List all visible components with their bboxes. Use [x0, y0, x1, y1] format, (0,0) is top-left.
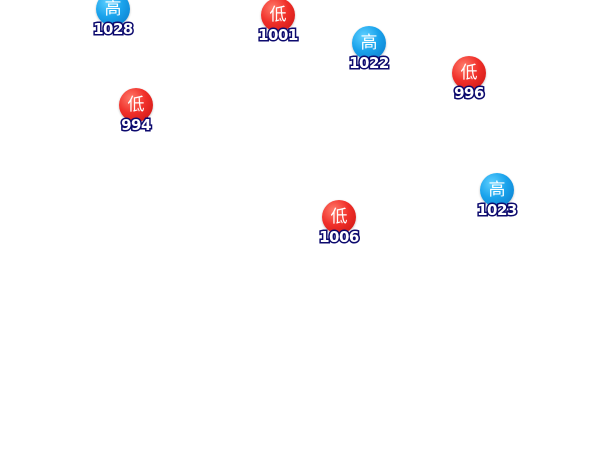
pressure-center-high-1[interactable]: 高 1028	[83, 0, 143, 42]
low-pressure-icon: 低	[322, 200, 356, 234]
high-pressure-icon: 高	[96, 0, 130, 26]
pressure-value: 996	[453, 83, 486, 104]
pressure-value: 1028	[92, 19, 135, 40]
high-pressure-icon: 高	[352, 26, 386, 60]
pressure-center-low-4[interactable]: 低 1006	[309, 200, 369, 250]
pressure-center-high-3[interactable]: 高 1023	[467, 173, 527, 223]
low-pressure-icon: 低	[452, 56, 486, 90]
pressure-value: 1006	[318, 227, 361, 248]
low-pressure-icon: 低	[261, 0, 295, 32]
pressure-center-high-2[interactable]: 高 1022	[339, 26, 399, 76]
pressure-center-low-3[interactable]: 低 994	[106, 88, 166, 138]
high-pressure-icon: 高	[480, 173, 514, 207]
pressure-value: 1001	[257, 25, 300, 46]
pressure-value: 1022	[348, 53, 391, 74]
pressure-value: 1023	[476, 200, 519, 221]
pressure-value: 994	[120, 115, 153, 136]
pressure-center-low-1[interactable]: 低 1001	[248, 0, 308, 48]
low-pressure-icon: 低	[119, 88, 153, 122]
pressure-center-low-2[interactable]: 低 996	[439, 56, 499, 106]
